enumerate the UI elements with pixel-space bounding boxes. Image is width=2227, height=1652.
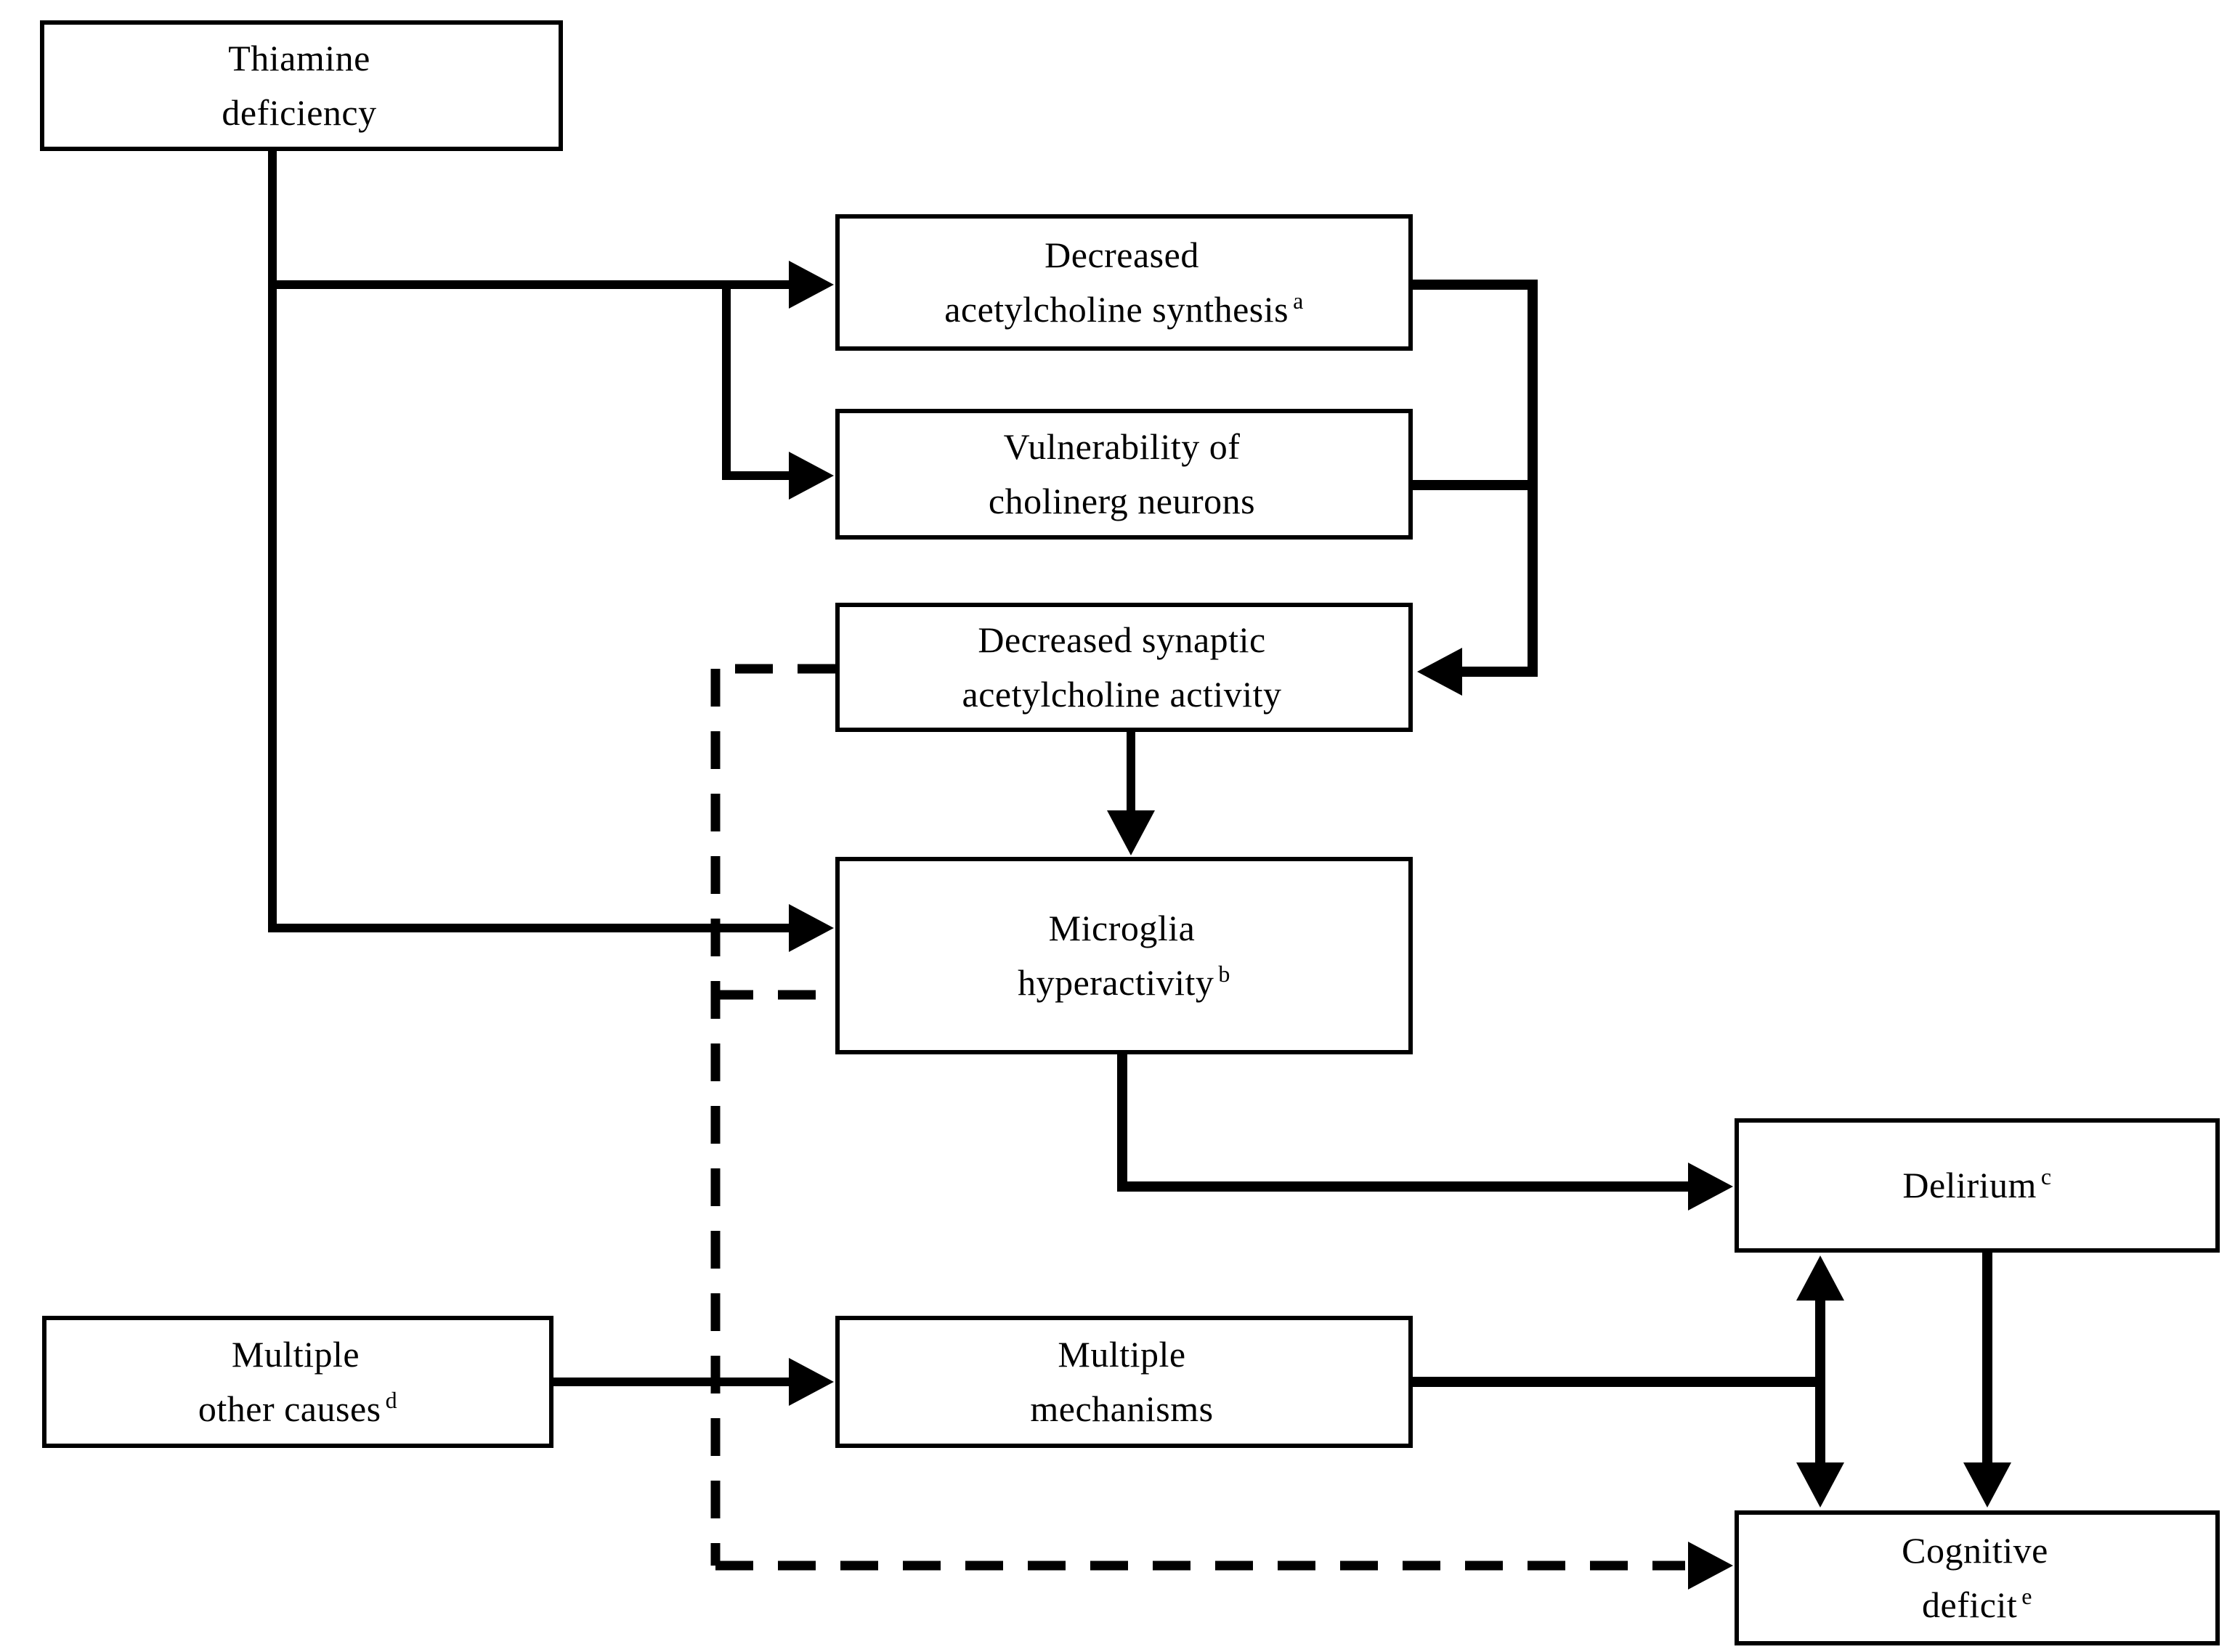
node-label: Multiple (1058, 1334, 1186, 1375)
footnote-marker: d (385, 1387, 398, 1414)
node-label: Microglia (1048, 908, 1196, 948)
node-label: Decreased (1044, 235, 1199, 275)
edge-other-causes-to-mechanisms (553, 1358, 834, 1406)
node-decreased-synaptic-acetylcholine-activity: Decreased synaptic acetylcholine activit… (835, 603, 1413, 732)
footnote-marker: e (2021, 1583, 2032, 1610)
edge-delirium-cognitive-bidirectional (1796, 1256, 1844, 1507)
arrowhead-right (789, 904, 834, 952)
arrowhead-right (789, 261, 834, 309)
edge-branch-to-vulnerability (722, 280, 834, 500)
edge-right-connector-to-synaptic-activity (1413, 280, 1538, 696)
arrowhead-right (1688, 1163, 1733, 1210)
arrowhead-down (1107, 810, 1155, 855)
arrowhead-down (1963, 1462, 2011, 1507)
node-label: Vulnerability of (1003, 426, 1241, 467)
node-label: mechanisms (1030, 1388, 1214, 1429)
node-label: deficiency (222, 92, 377, 133)
node-thiamine-deficiency: Thiamine deficiency (40, 20, 563, 151)
edge-synaptic-dashed-paths (710, 664, 1733, 1590)
footnote-marker: c (2040, 1163, 2052, 1190)
arrowhead-right (789, 452, 834, 500)
node-label: Decreased synaptic (978, 619, 1266, 660)
footnote-marker: b (1218, 961, 1230, 988)
edge-delirium-to-cognitive (1963, 1253, 2011, 1507)
node-label: Multiple (231, 1334, 360, 1375)
edge-microglia-to-delirium (1117, 1054, 1733, 1210)
node-label: acetylcholine activity (962, 674, 1282, 715)
edge-thiamine-to-microglia (268, 904, 834, 952)
arrowhead-right (1688, 1542, 1733, 1590)
edge-synaptic-to-microglia (1107, 732, 1155, 855)
node-multiple-mechanisms: Multiple mechanisms (835, 1316, 1413, 1448)
node-label: Thiamine (228, 38, 370, 78)
arrowhead-up (1796, 1256, 1844, 1301)
node-label: cholinerg neurons (988, 481, 1256, 521)
arrowhead-right (789, 1358, 834, 1406)
arrowhead-left (1417, 648, 1462, 696)
edge-thiamine-to-acetylcholine-synthesis (268, 261, 834, 309)
node-label: Cognitive (1902, 1530, 2048, 1571)
arrowhead-down (1796, 1462, 1844, 1507)
node-vulnerability-cholinerg-neurons: Vulnerability of cholinerg neurons (835, 409, 1413, 540)
footnote-marker: a (1293, 288, 1304, 314)
